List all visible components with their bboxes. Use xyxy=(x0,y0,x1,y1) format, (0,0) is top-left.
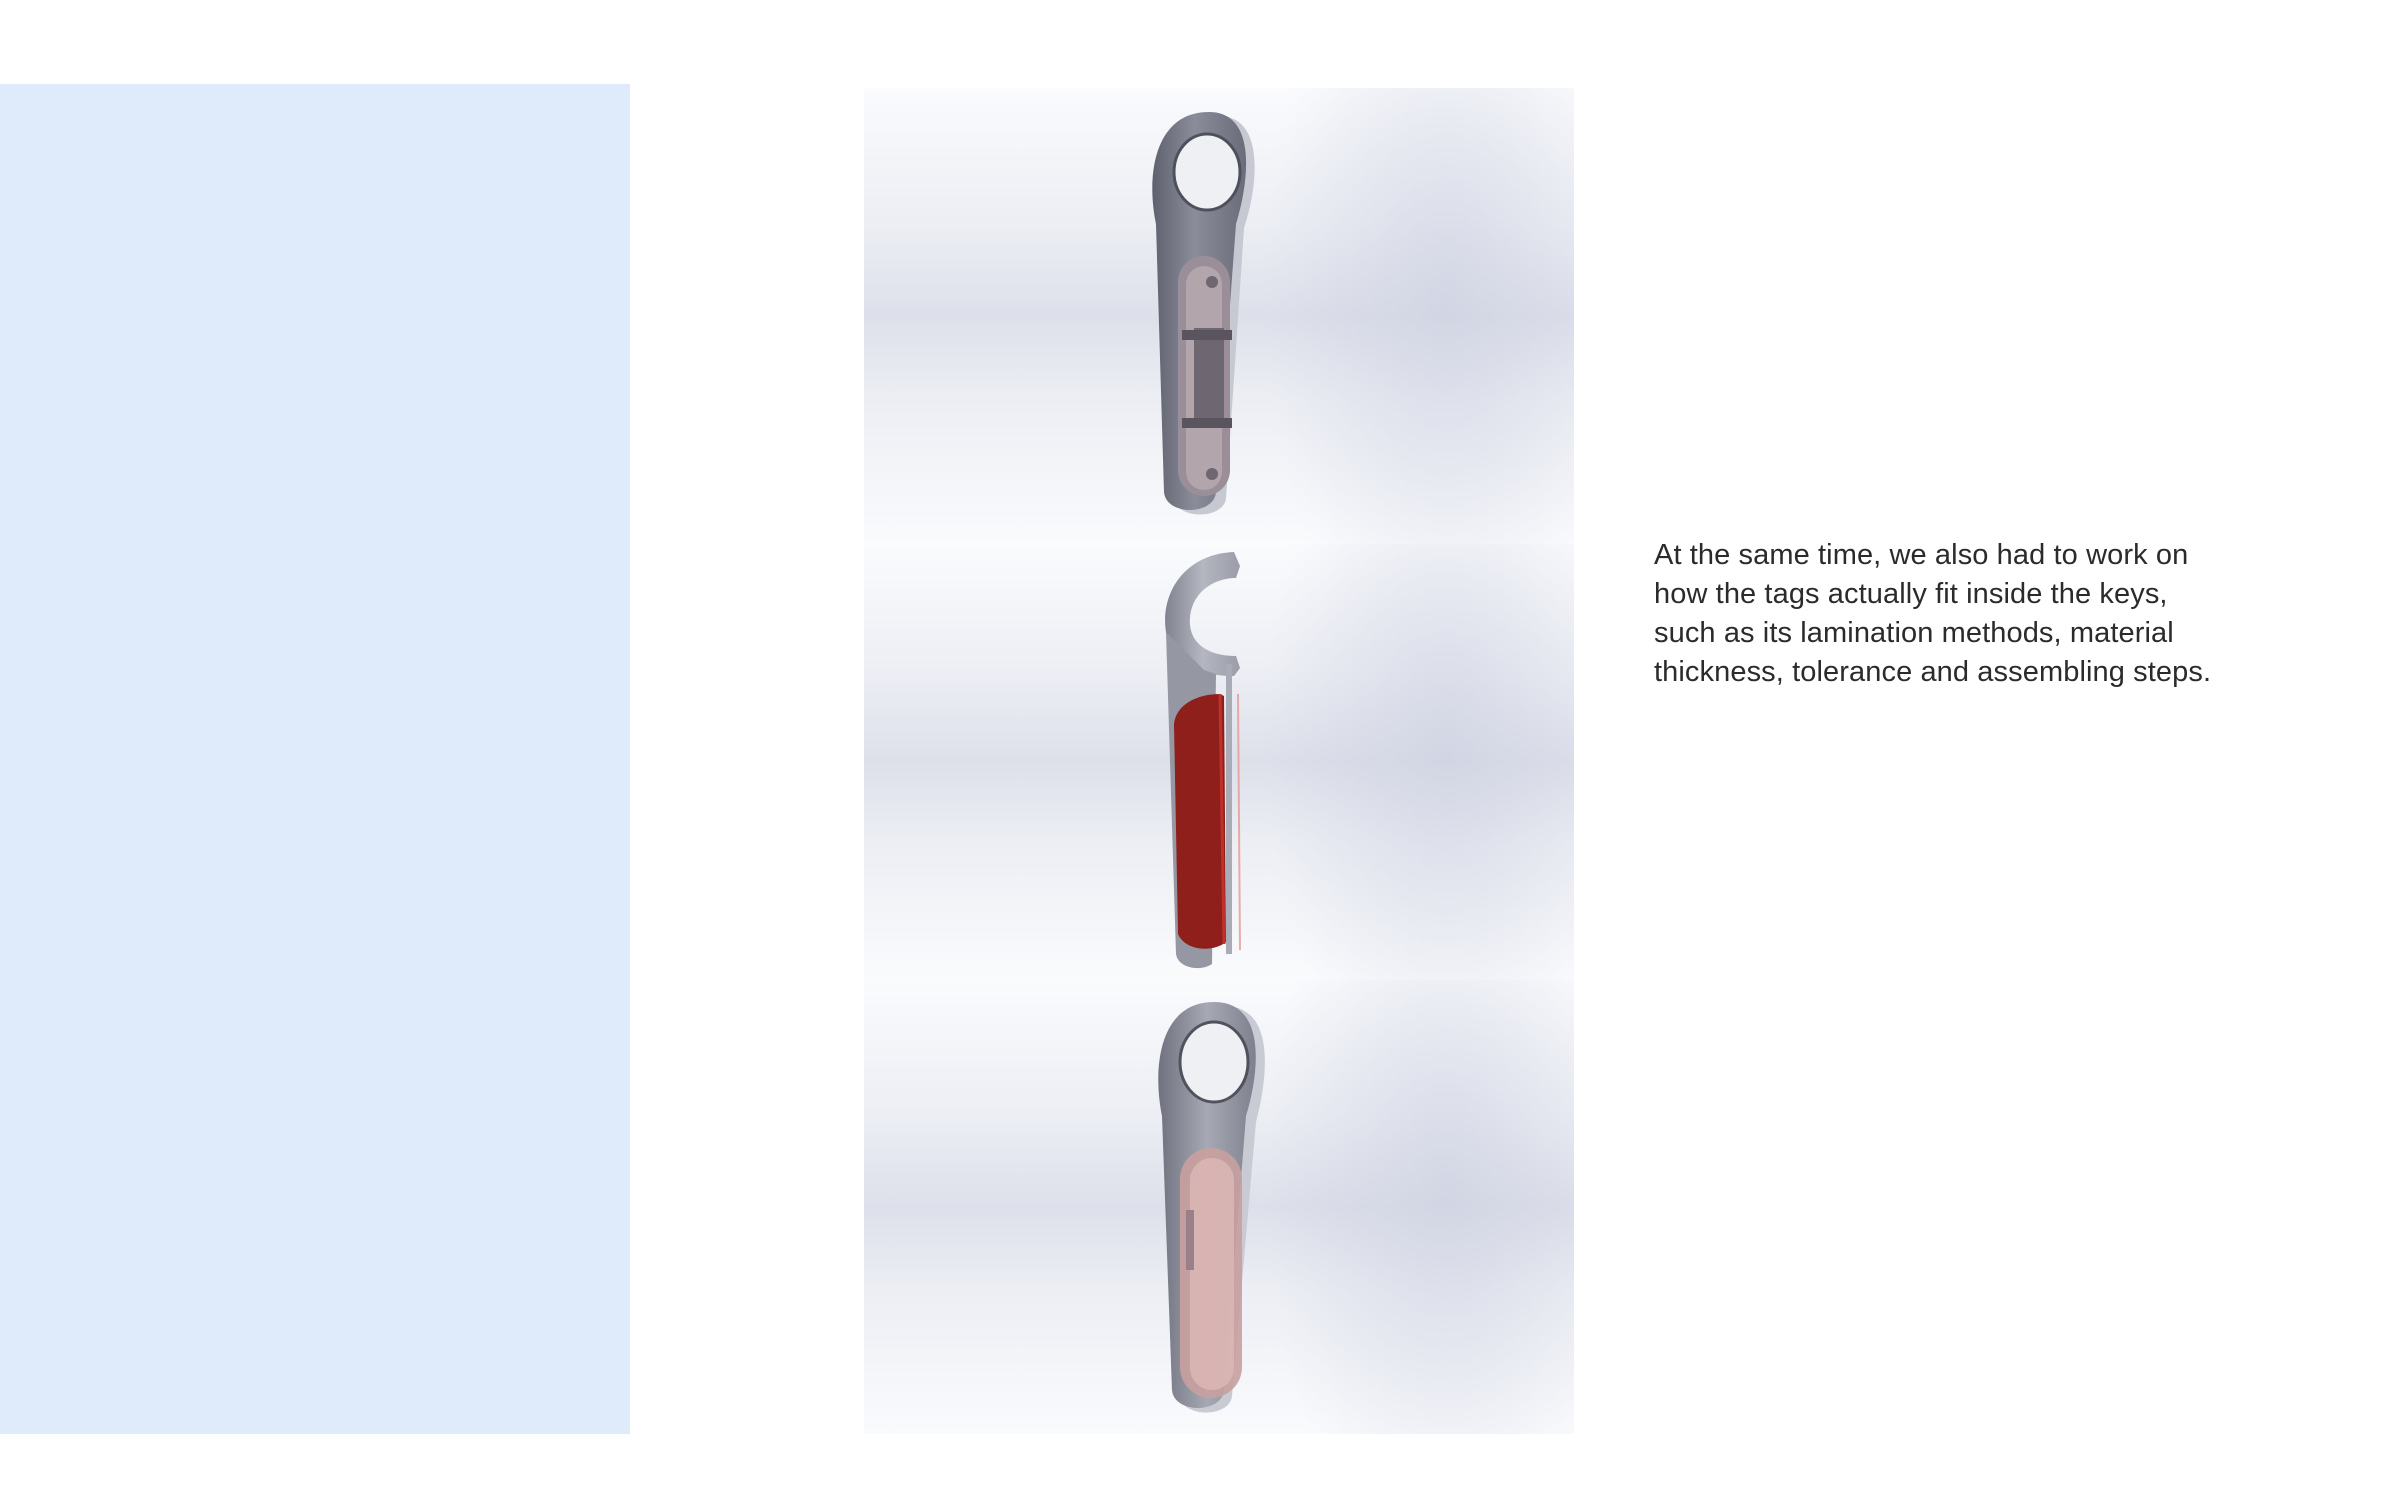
key-fob-interior-illustration xyxy=(1152,112,1255,515)
key-fob-section-illustration xyxy=(1165,552,1241,969)
key-fob-assembled-illustration xyxy=(1158,1002,1265,1413)
render-assembled-view xyxy=(864,980,1574,1434)
caption-paragraph: At the same time, we also had to work on… xyxy=(1654,539,2212,688)
side-panel xyxy=(0,84,630,1434)
render-section-view xyxy=(864,544,1574,980)
render-interior-view xyxy=(864,88,1574,544)
render-strip xyxy=(864,88,1574,1434)
